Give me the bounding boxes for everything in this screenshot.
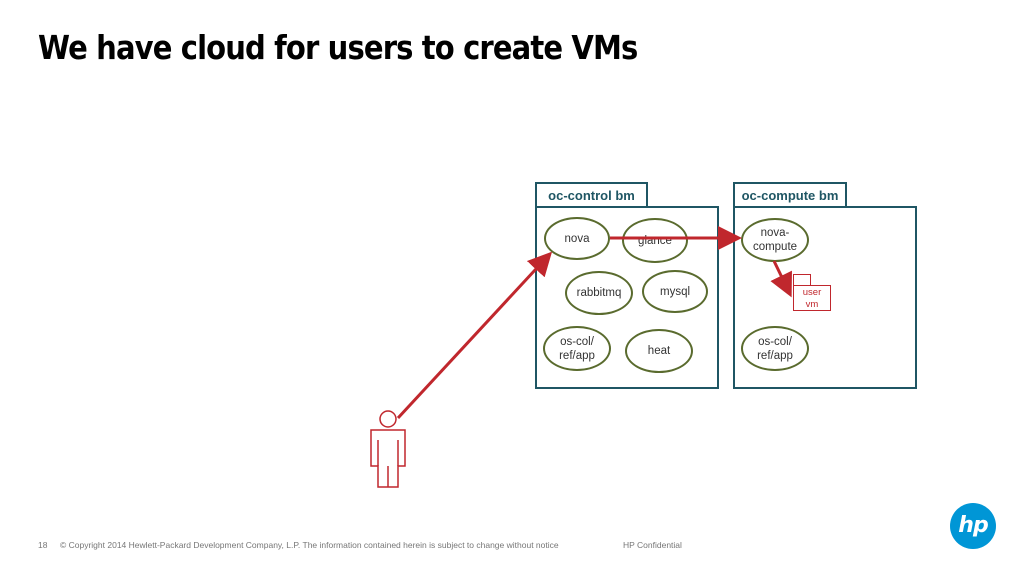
mysql-service: mysql [642, 270, 708, 313]
nova-service: nova [544, 217, 610, 260]
compute-to-vm-arrow [770, 260, 792, 298]
rabbitmq-service: rabbitmq [565, 271, 633, 315]
heat-service: heat [625, 329, 693, 373]
user-vm-tab [793, 274, 811, 286]
control-host-label: oc-control bm [535, 182, 648, 206]
slide-title: We have cloud for users to create VMs [38, 28, 638, 67]
hp-logo: hp [950, 503, 996, 549]
os-col-service: os-col/ ref/app [543, 326, 611, 371]
person-icon [370, 410, 406, 488]
page-number: 18 [38, 540, 48, 550]
copyright-text: © Copyright 2014 Hewlett-Packard Develop… [60, 540, 559, 550]
confidential-label: HP Confidential [623, 540, 682, 550]
user-vm: user vm [793, 285, 831, 311]
glance-service: glance [622, 218, 688, 263]
compute-os-col-service: os-col/ ref/app [741, 326, 809, 371]
user-to-nova-arrow [396, 251, 553, 420]
nova-compute-service: nova- compute [741, 218, 809, 262]
compute-host-label: oc-compute bm [733, 182, 847, 206]
